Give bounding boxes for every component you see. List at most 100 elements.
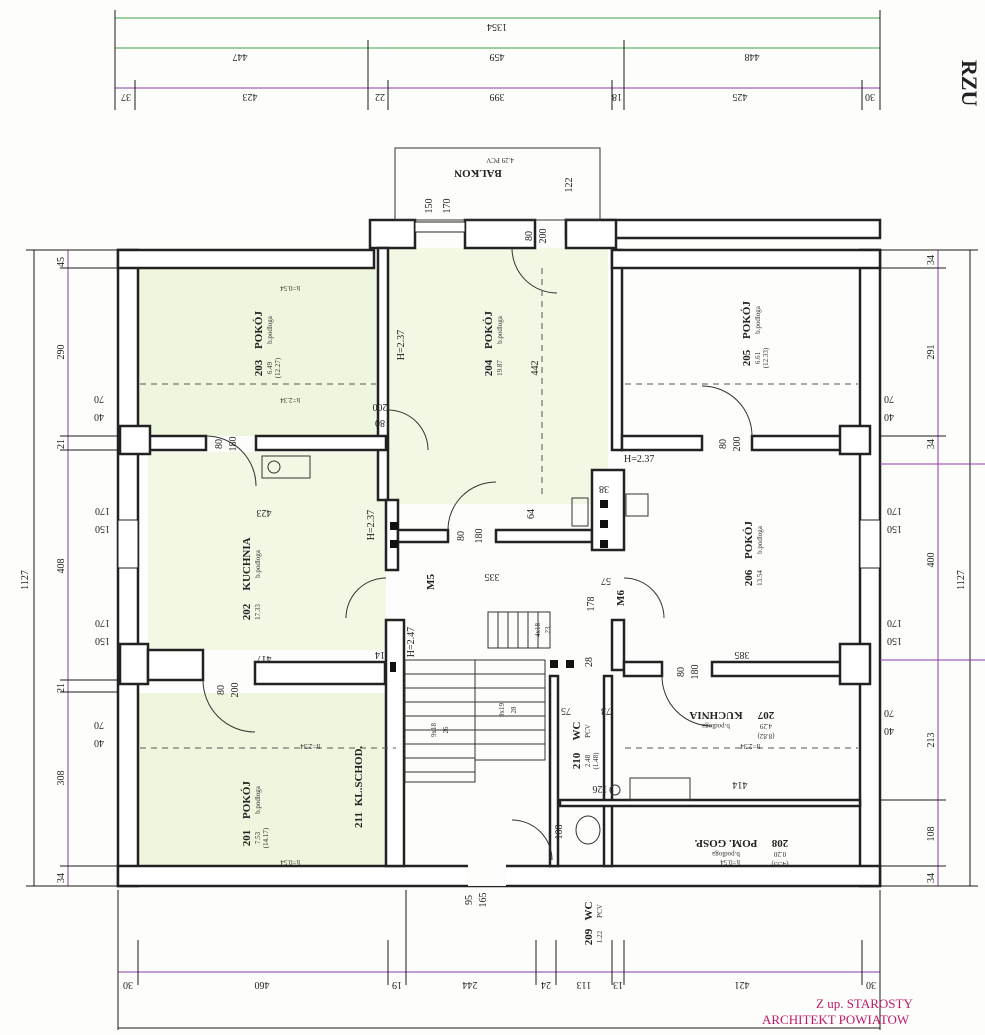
top-dimension-lines (114, 10, 881, 110)
room-211-name: KL.SCHOD. (353, 745, 365, 806)
room-204-tint (386, 248, 608, 504)
room-203-tint (138, 268, 378, 436)
right-dimension-lines (880, 249, 985, 887)
windows (117, 221, 881, 569)
left-win-c2: 150 (95, 635, 110, 646)
right-win-d2: 40 (884, 725, 894, 736)
room-208-area: 0.20 (773, 850, 786, 858)
room-205-area: 6.61 (754, 351, 762, 364)
right-win-d1: 70 (884, 707, 894, 718)
left-dim-7: 34 (56, 873, 67, 883)
room-201-note: b.podloga (254, 785, 262, 814)
room-205-label: 205 POKÓJ 6.61 b.podloga (12.33) (741, 301, 770, 369)
room-202-id: 202 (241, 603, 253, 620)
top-seg-3: 22 (375, 91, 385, 102)
opening-h: 200 (230, 683, 241, 698)
bottom-seg-7: 13 (613, 979, 623, 990)
opening-w: 80 (718, 439, 729, 449)
room-208-sub: (4.55) (771, 860, 789, 868)
room-207-id: 207 (757, 709, 774, 721)
room-206-note: b.podloga (756, 525, 764, 554)
bottom-dimension-lines (117, 890, 881, 1030)
stair-label-5: 4x18 (534, 623, 542, 638)
height-room-202: H=2.37 (366, 510, 377, 540)
opening-w: 150 (424, 199, 435, 214)
top-dim-c: 448 (745, 51, 760, 62)
room-210-note: PCV (584, 724, 592, 738)
opening-h: 200 (732, 437, 743, 452)
bottom-seg-8: 421 (735, 979, 750, 990)
bottom-seg-6: 113 (577, 979, 592, 990)
right-dim-3: 34 (926, 439, 937, 449)
right-win-b2: 150 (887, 523, 902, 534)
left-dim-1: 45 (56, 257, 67, 267)
stamp-line-1: Z up. STAROSTY (816, 996, 913, 1011)
top-seg-5: 18 (612, 91, 622, 102)
opening-h: 180 (228, 437, 239, 452)
left-dim-2: 290 (56, 345, 67, 360)
room-207-note: b.podloga (701, 722, 730, 730)
room-211-label: 211 KL.SCHOD. (353, 745, 365, 827)
inner-dim-385: 385 (735, 649, 750, 660)
stair-label-6: 23 (544, 626, 552, 634)
inner-dim-417: 417 (257, 653, 272, 664)
right-dim-5: 213 (926, 733, 937, 748)
inner-dim-28: 28 (584, 657, 595, 667)
floor-height-5: h=2.34 (740, 742, 760, 750)
fixtures (261, 455, 691, 845)
top-seg-7: 30 (865, 91, 875, 102)
opening-h: 180 (474, 529, 485, 544)
room-202-note: b.podloga (254, 549, 262, 578)
opening-label-201: 80 200 (216, 683, 241, 698)
right-dim-1: 34 (926, 255, 937, 265)
opening-h: 180 (690, 665, 701, 680)
room-208-note: b.podloga (711, 850, 740, 858)
stamp-line-2: ARCHITEKT POWIATOW (762, 1012, 910, 1027)
room-204-id: 204 (483, 359, 495, 376)
opening-label-204: 80 200 (524, 229, 549, 244)
left-win-d2: 40 (94, 737, 104, 748)
floor-height-4: h=0.54 (280, 858, 300, 866)
right-win-b1: 170 (887, 505, 902, 516)
opening-label-balcony: 150 170 (424, 199, 453, 214)
opening-w: 95 (464, 895, 475, 905)
room-210-id: 210 (571, 752, 583, 769)
height-stair: H=2.47 (406, 627, 417, 657)
marker-m5: M5 (425, 574, 437, 590)
balcony-outline (394, 147, 601, 221)
top-seg-2: 423 (243, 91, 258, 102)
room-206-area: 13.54 (756, 570, 764, 586)
bottom-seg-2: 460 (255, 979, 270, 990)
room-210-sub: (1.48) (592, 752, 600, 770)
room-207-sub: (8.82) (757, 732, 775, 740)
bottom-seg-1: 30 (123, 979, 133, 990)
inner-dim-423: 423 (257, 507, 272, 518)
opening-w: 80 (676, 667, 687, 677)
bottom-seg-9: 30 (866, 979, 876, 990)
door-swings (202, 247, 753, 861)
right-win-c1: 170 (887, 617, 902, 628)
stair-label-3: 9x19 (498, 703, 506, 718)
opening-label-207: 80 180 (676, 665, 701, 680)
room-206-id: 206 (743, 569, 755, 586)
room-201-id: 201 (241, 830, 253, 847)
bottom-seg-5: 24 (541, 979, 551, 990)
balcony-label: BALKON (454, 167, 502, 179)
room-204-name: POKÓJ (483, 311, 495, 349)
room-202-label: 202 KUCHNIA 17.33 b.podloga (241, 537, 262, 620)
room-204-note: b.podloga (496, 315, 504, 344)
right-win-a1: 70 (884, 393, 894, 404)
room-203-label: 203 POKÓJ 6.49 b.podloga (12.27) (253, 311, 282, 379)
drawing-title-fragment: RZU (957, 60, 982, 107)
right-dim-7: 34 (926, 873, 937, 883)
opening-h: 170 (442, 199, 453, 214)
inner-dim-14: 14 (375, 649, 385, 660)
opening-w: 200 (373, 401, 388, 412)
left-dimension-lines (26, 249, 118, 887)
inner-dim-57: 57 (601, 575, 611, 586)
left-dim-4: 408 (56, 559, 67, 574)
floor-height-1: h=0.54 (280, 284, 300, 292)
left-win-c1: 170 (95, 617, 110, 628)
room-208-id: 208 (771, 837, 788, 849)
